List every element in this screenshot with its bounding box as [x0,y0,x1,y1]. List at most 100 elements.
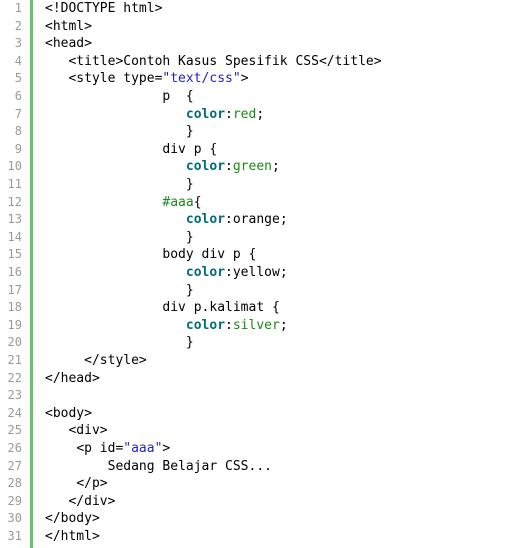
code-text: Sedang Belajar CSS... [45,458,272,476]
indent [45,300,162,315]
code-line[interactable]: 6 p { [0,88,525,106]
code-text: <!DOCTYPE html> [45,0,162,18]
line-number: 20 [7,335,22,350]
line-number: 12 [7,194,22,209]
code-token: Sedang Belajar CSS... [107,458,272,474]
code-text: div p { [45,141,217,159]
line-number: 4 [14,53,22,68]
code-token: p { [162,89,194,104]
line-number: 6 [14,89,22,103]
code-token: <style type= [68,71,163,87]
code-line[interactable]: 29 </div> [0,493,525,511]
code-line[interactable]: 21 </style> [0,352,525,370]
line-number-gutter [0,0,30,548]
code-line[interactable]: 2 <html> [0,18,525,36]
gutter-accent-bar [30,0,33,548]
code-line[interactable]: 4 <title>Contoh Kasus Spesifik CSS</titl… [0,53,525,71]
line-number: 14 [7,229,22,244]
code-token: { [193,194,202,210]
code-text: color:yellow; [45,264,288,282]
code-text: color:silver; [45,317,288,335]
code-token: #aaa [162,194,194,210]
code-line[interactable]: 28 </p> [0,475,525,493]
indent [45,142,162,157]
code-line[interactable]: 5 <style type="text/css"> [0,70,525,88]
code-line[interactable]: 17 } [0,282,525,300]
line-number: 28 [7,476,22,491]
line-number: 10 [7,159,22,174]
line-number: 13 [7,212,22,227]
code-line[interactable]: 20 } [0,334,525,352]
code-token: ; [279,317,288,333]
code-token: ; [272,159,280,175]
code-text: body div p { [45,246,256,264]
code-line[interactable]: 16 color:yellow; [0,264,525,282]
indent [45,318,186,333]
code-token: </body> [45,511,100,527]
code-line[interactable]: 11 } [0,176,525,194]
code-line[interactable]: 13 color:orange; [0,211,525,229]
indent [45,124,186,139]
line-number: 26 [7,441,22,455]
code-token: <title>Contoh Kasus Spesifik CSS</title> [68,53,382,69]
line-number: 17 [7,282,22,297]
code-token: > [162,441,171,456]
indent [45,459,108,474]
indent [45,265,186,280]
indent [45,441,76,456]
code-text: <head> [45,35,92,53]
code-token: <div> [68,423,108,439]
code-text: </head> [45,370,100,388]
line-number: 29 [7,493,22,508]
code-line[interactable]: 1 <!DOCTYPE html> [0,0,525,18]
code-token: <head> [45,36,92,52]
code-line[interactable]: 31</html> [0,528,525,546]
line-number: 11 [7,177,22,191]
line-number: 3 [14,36,22,51]
code-token: color [185,106,226,122]
code-text: <title>Contoh Kasus Spesifik CSS</title> [45,53,382,71]
code-text: color:red; [45,106,264,124]
code-line[interactable]: 15 body div p { [0,246,525,264]
code-line[interactable]: 9 div p { [0,141,525,159]
code-text: <style type="text/css"> [45,70,248,88]
indent [45,54,68,69]
code-token: } [185,177,194,192]
code-line[interactable]: 7 color:red; [0,106,525,124]
line-number: 9 [14,141,22,156]
code-token: <html> [45,18,92,34]
code-text: color:green; [45,158,280,176]
code-text: <html> [45,18,92,36]
code-line[interactable]: 14 } [0,229,525,247]
line-number: 5 [14,71,22,86]
code-line[interactable]: 19 color:silver; [0,317,525,335]
code-line[interactable]: 26 <p id="aaa"> [0,440,525,458]
line-number: 18 [7,300,22,315]
code-token: : [225,106,233,122]
code-line[interactable]: 22</head> [0,370,525,388]
code-line[interactable]: 10 color:green; [0,158,525,176]
code-line[interactable]: 12 #aaa{ [0,194,525,212]
line-number: 19 [7,317,22,332]
line-number: 8 [14,124,22,139]
code-token: : [225,159,233,175]
code-line[interactable]: 23 [0,387,525,405]
indent [45,212,186,227]
line-number: 2 [14,18,22,33]
line-number: 21 [7,353,22,367]
code-line[interactable]: 8 } [0,123,525,141]
code-line[interactable]: 27 Sedang Belajar CSS... [0,458,525,476]
code-line[interactable]: 3 <head> [0,35,525,53]
code-line[interactable]: 25 <div> [0,422,525,440]
code-token: color [185,317,226,333]
code-line[interactable]: 18 div p.kalimat { [0,299,525,317]
code-token: color [185,159,226,175]
indent [45,89,162,104]
line-number: 1 [14,1,22,15]
code-line[interactable]: 30</body> [0,510,525,528]
code-text: } [45,123,194,141]
line-number: 25 [7,423,22,438]
code-token: </head> [45,370,100,386]
code-line[interactable]: 24<body> [0,405,525,423]
